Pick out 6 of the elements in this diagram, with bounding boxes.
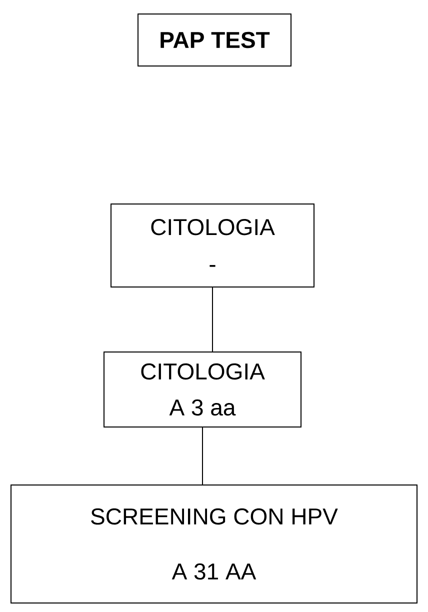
connector-line: [202, 427, 203, 485]
title-box: PAP TEST: [138, 14, 292, 66]
process-box: CITOLOGIA A 3 aa: [104, 352, 302, 428]
process-box: CITOLOGIA -: [110, 204, 314, 288]
connector-line: [212, 287, 213, 352]
process-box: SCREENING CON HPV A 31 AA: [10, 484, 418, 604]
